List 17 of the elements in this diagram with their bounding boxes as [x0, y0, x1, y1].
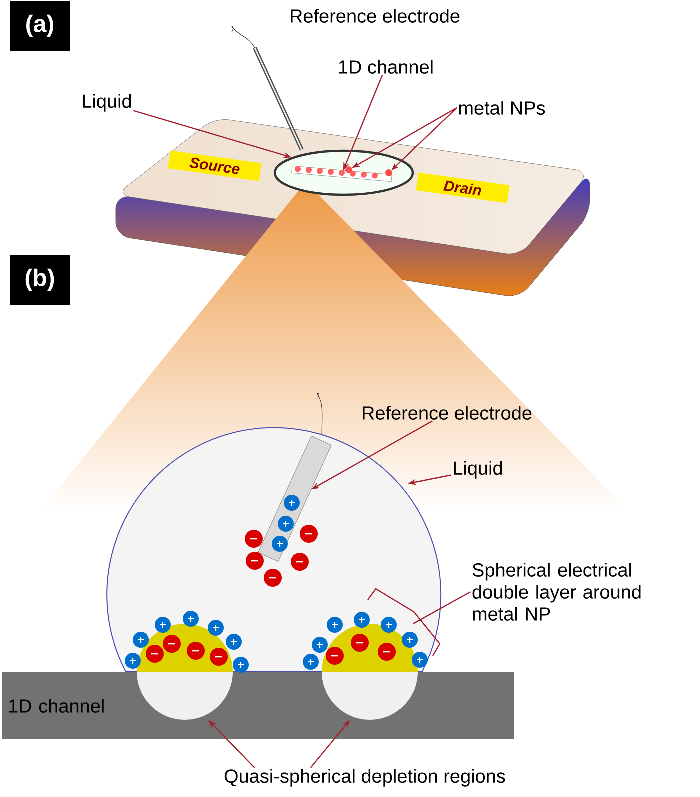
panel-label: (a)	[10, 1, 70, 51]
callout-label: Liquid	[454, 461, 502, 479]
callout-label: Reference electrode	[363, 406, 532, 420]
nanoparticle	[346, 166, 352, 174]
nanoparticle	[386, 170, 392, 176]
electrode-pad: Drain	[416, 172, 510, 204]
callout-label: metal NPs	[459, 101, 546, 115]
callout-label: Quasi-spherical depletion regions	[224, 769, 506, 787]
callout-label: Liquid	[83, 94, 132, 112]
depletion-region	[322, 672, 418, 720]
leader-line	[413, 591, 472, 624]
panel-label: (b)	[10, 255, 70, 305]
depletion-region	[137, 672, 233, 720]
electrode-pad: Source	[168, 150, 262, 182]
callout-label: 1D channel	[339, 60, 433, 74]
callout-label: Reference electrode	[291, 9, 460, 23]
callout-label: Spherical electrical double layer around metal NP	[472, 563, 641, 621]
